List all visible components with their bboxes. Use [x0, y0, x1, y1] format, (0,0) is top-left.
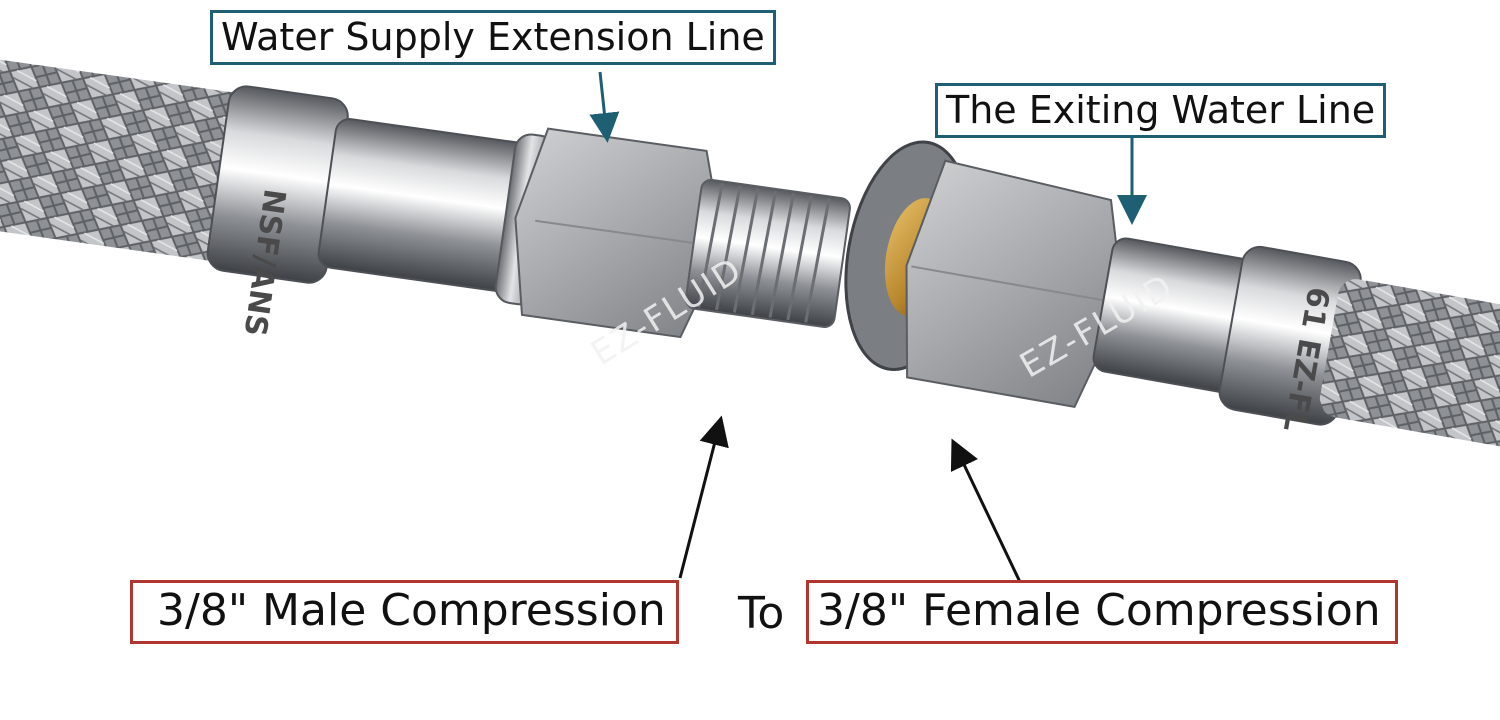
arrow-extension-line — [589, 71, 620, 143]
left-braided-hose — [0, 57, 258, 262]
female-compression-label: 3/8" Female Compression — [806, 580, 1398, 644]
right-hose-assembly: 61 EZ-FL EZ-FLUID — [844, 140, 1500, 457]
connector-word: To — [738, 588, 785, 639]
right-braided-hose — [1319, 279, 1500, 457]
existing-line-label: The Exiting Water Line — [935, 83, 1387, 138]
male-compression-label: 3/8" Male Compression — [130, 580, 679, 644]
extension-line-label: Water Supply Extension Line — [210, 10, 776, 65]
arrow-female — [950, 438, 1022, 583]
left-hose-assembly: NSF/ANS EZ-FLUID — [0, 57, 851, 374]
arrow-male — [678, 415, 729, 579]
